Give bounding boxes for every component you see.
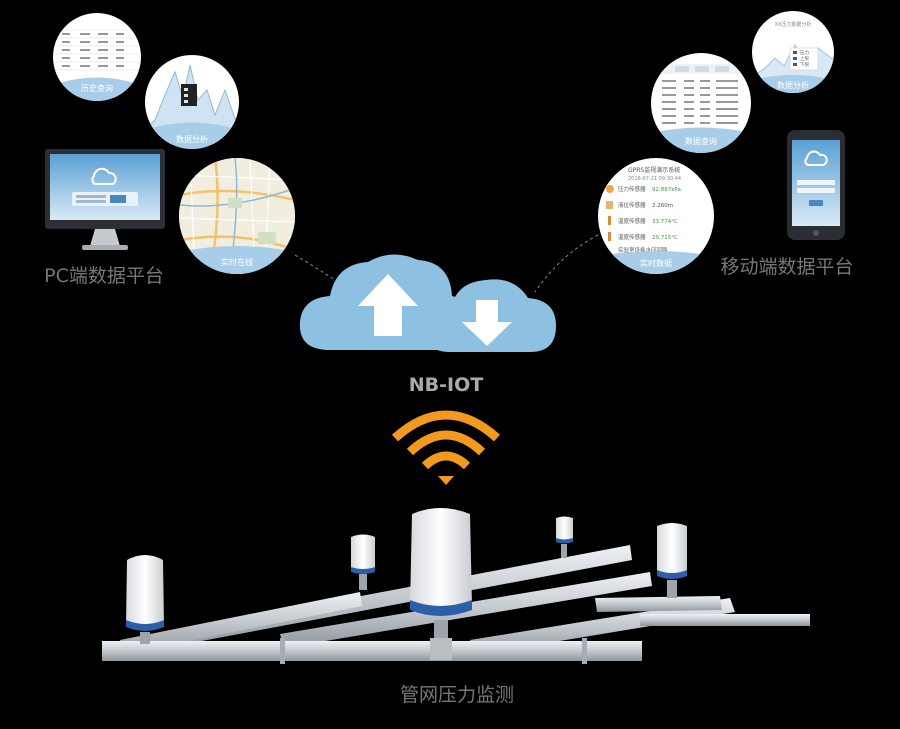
analysis-chart-title: XX压力数据分析 [775, 21, 812, 28]
bubble-label-realtime-pc: 实时在线 [221, 257, 253, 267]
bubble-label-history: 历史查询 [81, 83, 113, 93]
sensor-device-main [410, 508, 472, 660]
bottom-label: 管网压力监测 [400, 684, 514, 706]
bubble-label-query: 数据查询 [685, 136, 717, 146]
reading-row-0: 压力传感器 92.887kPa [606, 185, 681, 193]
pc-monitor [45, 149, 165, 250]
svg-text:33.774°C: 33.774°C [652, 219, 678, 225]
legend-item-1: 上限 [800, 55, 809, 62]
panel-footer: 实验室设备水印回路 [618, 246, 668, 254]
wifi-signal-icon [391, 410, 501, 485]
bubble-label-analysis-pc: 数据分析 [176, 134, 208, 144]
panel-datetime: 2016-07-21 09:30:44 [628, 176, 681, 182]
svg-text:温度传感器: 温度传感器 [618, 233, 646, 241]
bubble-data-analysis-mobile: XX压力数据分析 压力 上限 下限 数据分析 [752, 11, 834, 93]
svg-text:液位传感器: 液位传感器 [618, 201, 646, 209]
reading-row-2: 温度传感器 33.774°C [608, 216, 678, 225]
cloud-logo-icon [91, 167, 117, 185]
bubble-data-query: 数据查询 [651, 53, 751, 153]
svg-text:2.260m: 2.260m [652, 203, 673, 209]
connector-right [534, 234, 599, 293]
bubble-realtime-data: GPRS监视演示系统 2016-07-21 09:30:44 压力传感器 92.… [598, 158, 714, 274]
panel-title: GPRS监视演示系统 [628, 166, 680, 174]
sensor-device-left [126, 555, 164, 644]
legend-item-2: 下限 [800, 61, 809, 68]
bubble-label-realtime-mobile: 实时数据 [640, 258, 672, 268]
svg-text:92.887kPa: 92.887kPa [652, 187, 681, 193]
bubble-label-analysis-mobile: 数据分析 [777, 80, 809, 90]
reading-row-1: 液位传感器 2.260m [606, 201, 673, 209]
phone-cloud-icon [804, 150, 828, 166]
reading-row-3: 温度传感器 29.715°C [608, 232, 678, 241]
connector-left [294, 254, 339, 283]
pc-platform-label: PC端数据平台 [44, 265, 164, 287]
sensor-device-right [657, 523, 687, 598]
mobile-phone [787, 130, 845, 240]
bubble-data-analysis-pc: 数据分析 [145, 55, 239, 149]
legend-item-0: 压力 [800, 49, 809, 56]
download-cloud [424, 279, 556, 352]
sensor-device-back [351, 534, 375, 590]
upload-arrow-icon [358, 274, 418, 336]
svg-text:压力传感器: 压力传感器 [618, 185, 646, 193]
network-label: NB-IOT [409, 374, 483, 396]
mobile-platform-label: 移动端数据平台 [720, 256, 853, 278]
download-arrow-icon [462, 300, 512, 346]
sensor-device-far [556, 516, 573, 558]
svg-text:29.715°C: 29.715°C [652, 235, 678, 241]
svg-text:温度传感器: 温度传感器 [618, 217, 646, 225]
bubble-history-query: 历史查询 [53, 13, 141, 101]
bubble-realtime-online: 实时在线 [179, 158, 295, 274]
